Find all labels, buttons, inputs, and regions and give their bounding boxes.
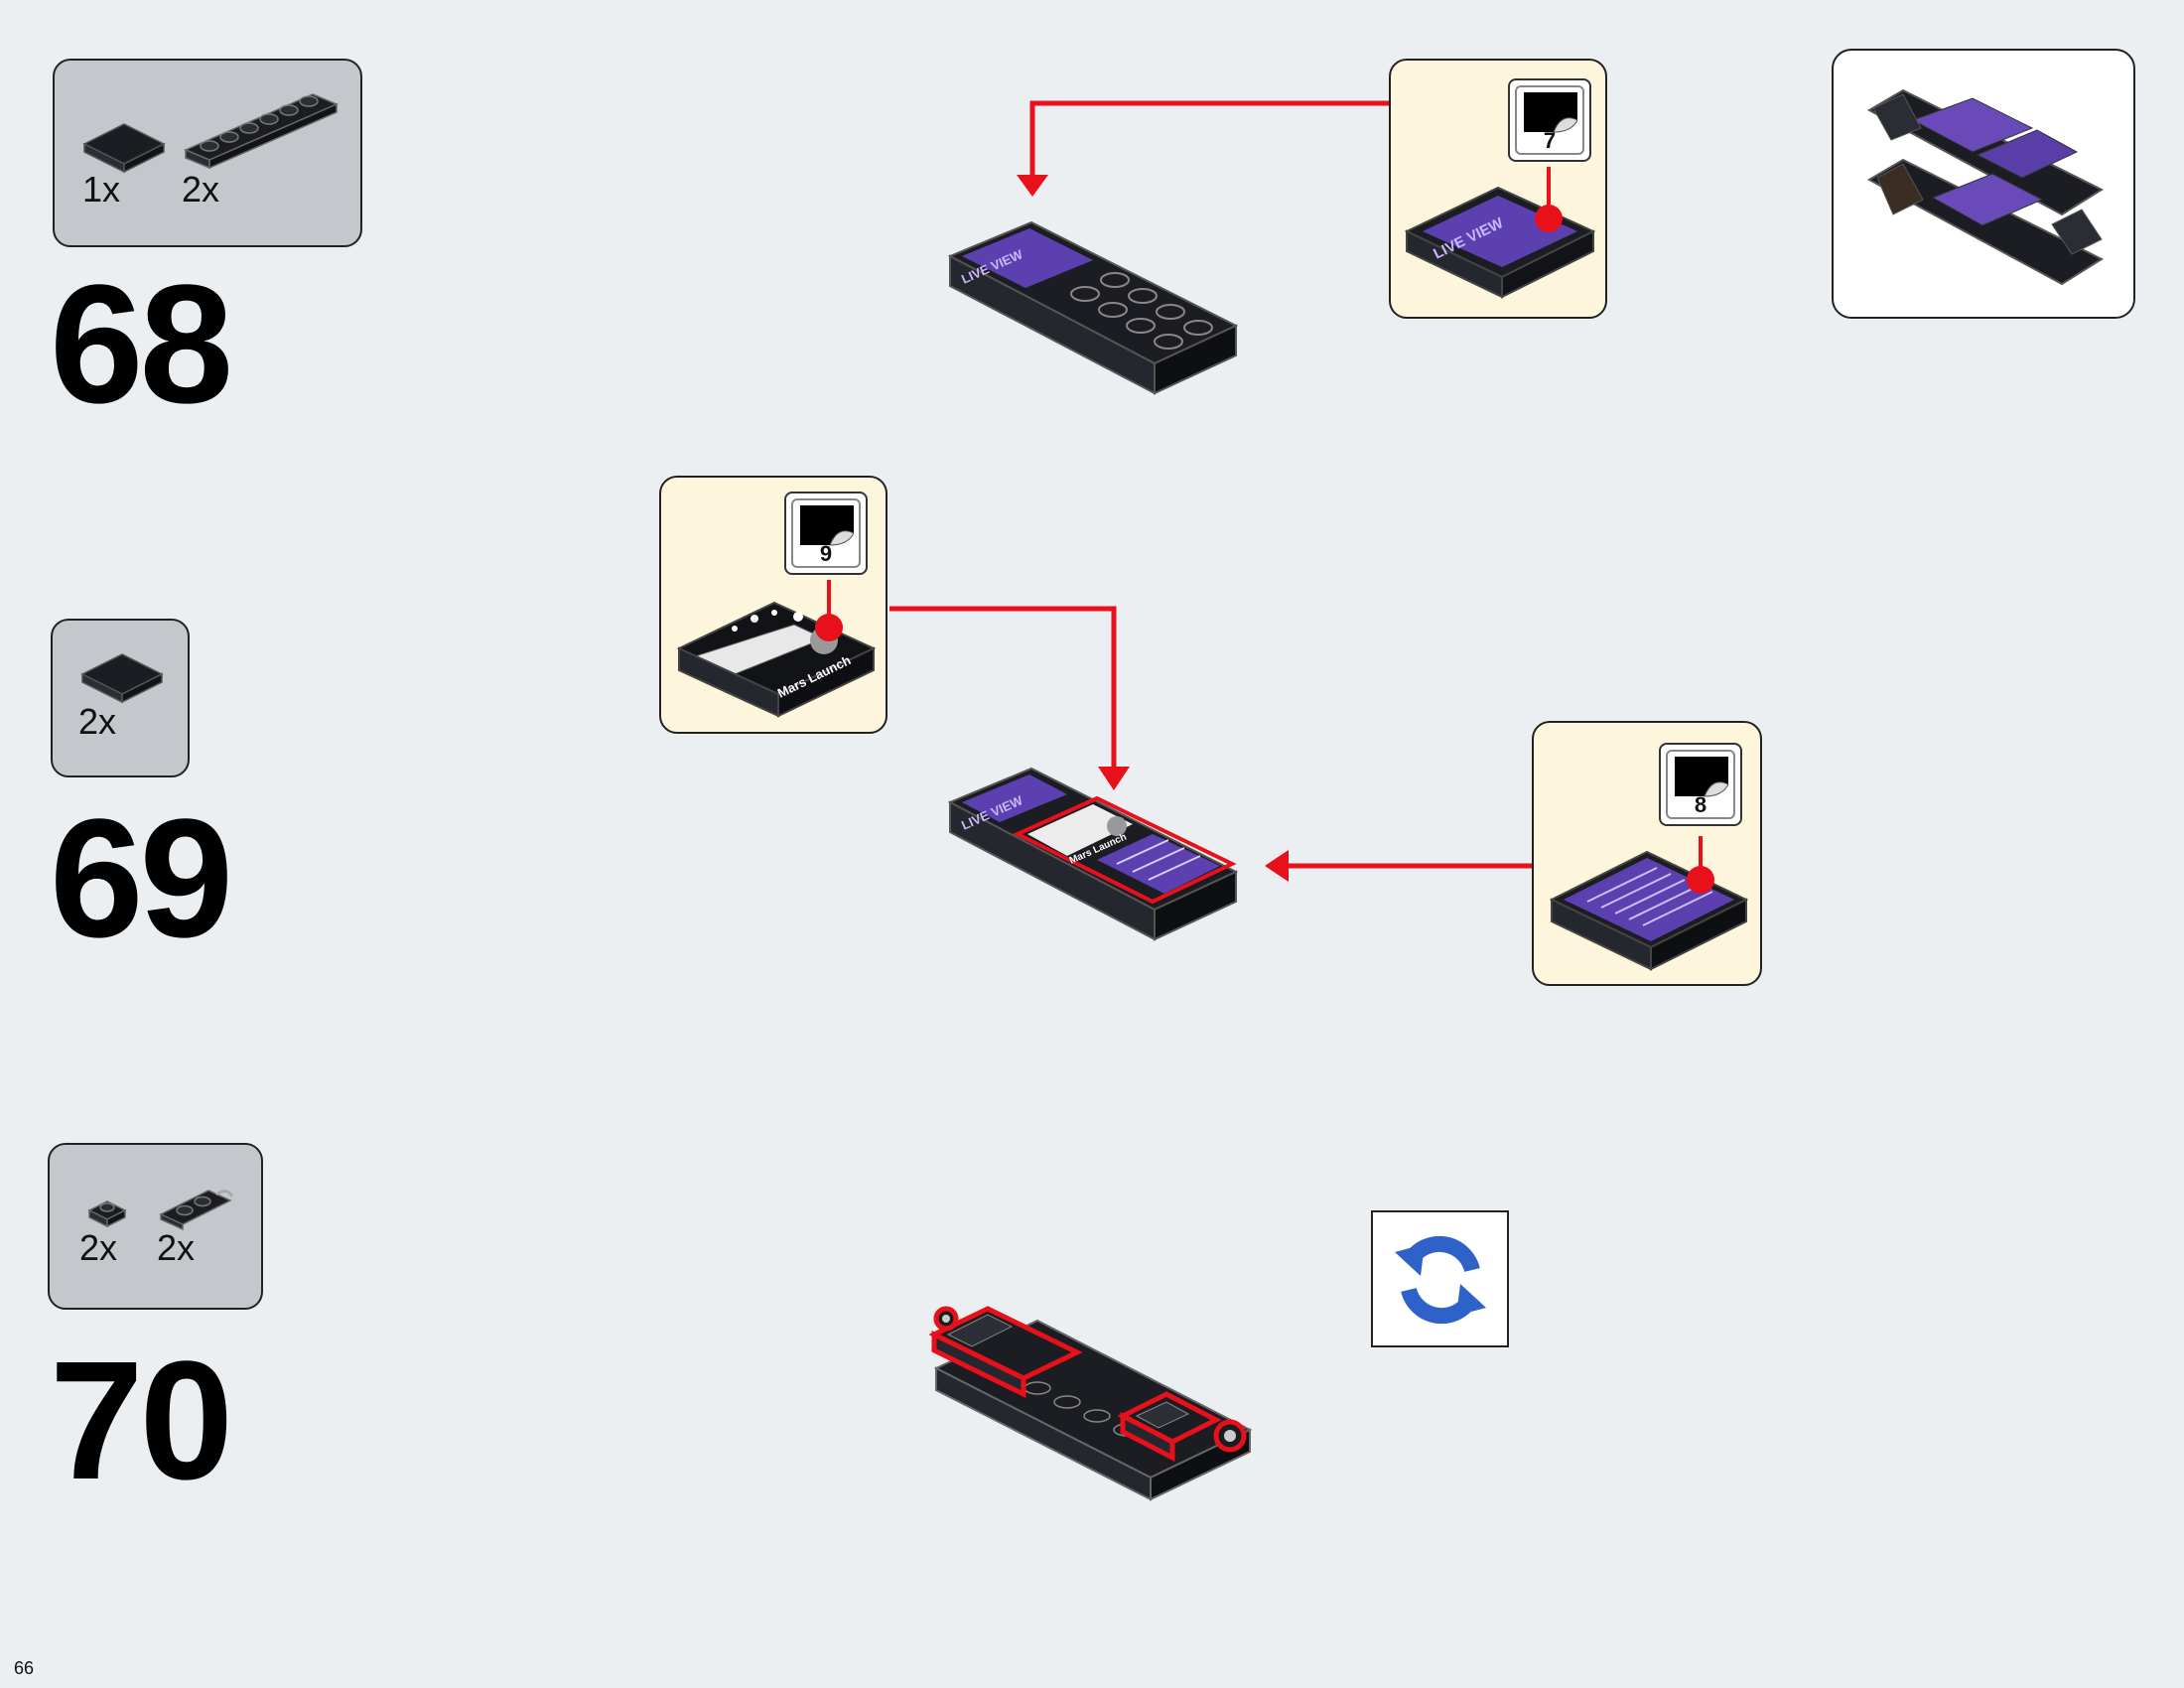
model-step-68: LIVE VIEW xyxy=(947,220,1239,395)
sticker-sheet-tag: 7 xyxy=(1508,78,1591,162)
rotate-model-icon xyxy=(1395,1235,1486,1325)
plate-clip-icon xyxy=(159,1190,234,1231)
sticker-peel-icon xyxy=(800,505,855,546)
arrow-head xyxy=(1017,175,1048,197)
step-number: 69 xyxy=(50,784,233,973)
tile-2x2-icon xyxy=(80,653,164,704)
sticker-number: 9 xyxy=(819,541,833,566)
sticker-callout-8: 8 xyxy=(1532,721,1762,986)
parts-box-step-68: 1x 2x xyxy=(53,59,362,247)
tile-with-sticker-8 xyxy=(1549,850,1749,971)
sticker-sheet-tag: 9 xyxy=(784,492,868,575)
sticker-peel-icon xyxy=(1675,757,1729,797)
plate-1x1-icon xyxy=(87,1200,127,1228)
arrow-line xyxy=(1029,100,1389,181)
step-number: 68 xyxy=(50,250,233,439)
part-qty: 2x xyxy=(78,701,117,742)
plate-1x6-icon xyxy=(184,93,339,170)
part-qty: 2x xyxy=(157,1227,196,1268)
tile-with-sticker-9: Mars Launch xyxy=(676,601,877,718)
tile-2x2-icon xyxy=(82,123,166,174)
parts-box-step-69: 2x xyxy=(51,619,190,777)
overview-box xyxy=(1832,49,2135,319)
model-step-70 xyxy=(928,1306,1253,1501)
arrow-head xyxy=(1265,850,1289,882)
sticker-number: 7 xyxy=(1543,128,1557,153)
model-step-69: LIVE VIEW Mars Launch xyxy=(947,767,1239,941)
sticker-callout-9: 9 Mars Launch xyxy=(659,476,887,734)
attach-dot xyxy=(1535,205,1563,232)
attach-dot xyxy=(1687,866,1714,894)
part-qty: 1x xyxy=(82,169,121,210)
arrow-line xyxy=(889,606,1117,773)
sticker-callout-7: 7 LIVE VIEW xyxy=(1389,59,1607,319)
sticker-peel-icon xyxy=(1524,92,1578,133)
part-qty: 2x xyxy=(182,169,220,210)
sticker-number: 8 xyxy=(1694,792,1707,817)
assembled-panel-image xyxy=(1866,88,2105,286)
parts-box-step-70: 2x 2x xyxy=(48,1143,263,1310)
sticker-sheet-tag: 8 xyxy=(1659,743,1742,826)
page-number: 66 xyxy=(14,1658,35,1678)
arrow-head xyxy=(1098,767,1130,790)
step-number: 70 xyxy=(50,1327,233,1515)
attach-dot xyxy=(815,614,843,641)
part-qty: 2x xyxy=(79,1227,118,1268)
rotate-model-box xyxy=(1371,1210,1509,1347)
